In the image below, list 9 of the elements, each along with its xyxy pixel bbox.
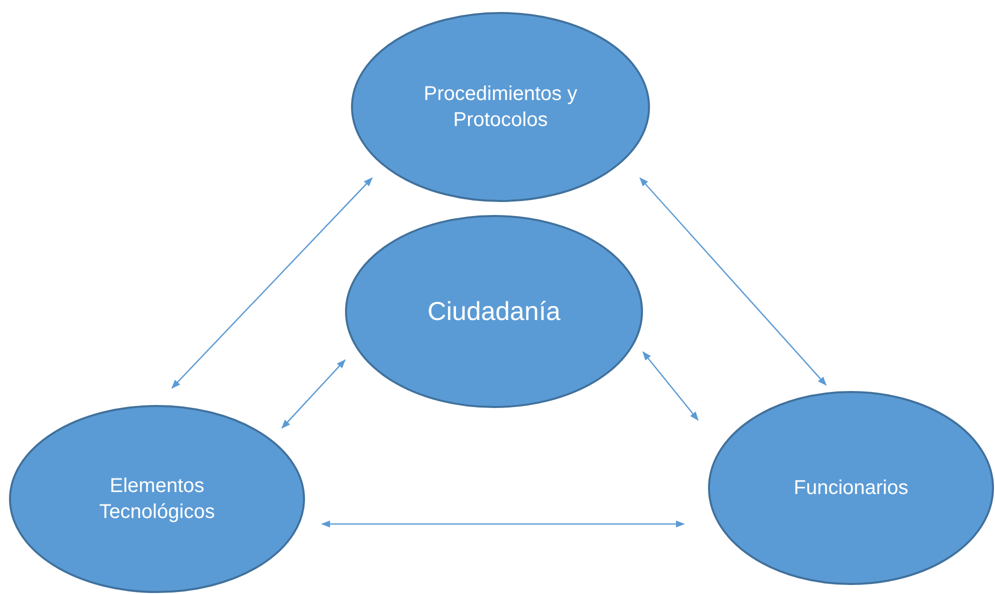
double-arrow <box>639 177 827 386</box>
double-arrow <box>171 177 373 389</box>
double-arrow <box>281 359 346 429</box>
node-label: Funcionarios <box>794 476 908 501</box>
node-label: Ciudadanía <box>428 294 560 328</box>
node-label: Elementos Tecnológicos <box>98 474 216 525</box>
double-arrow <box>642 351 699 421</box>
double-arrow <box>321 520 685 528</box>
node-label: Procedimientos y Protocolos <box>422 82 578 133</box>
